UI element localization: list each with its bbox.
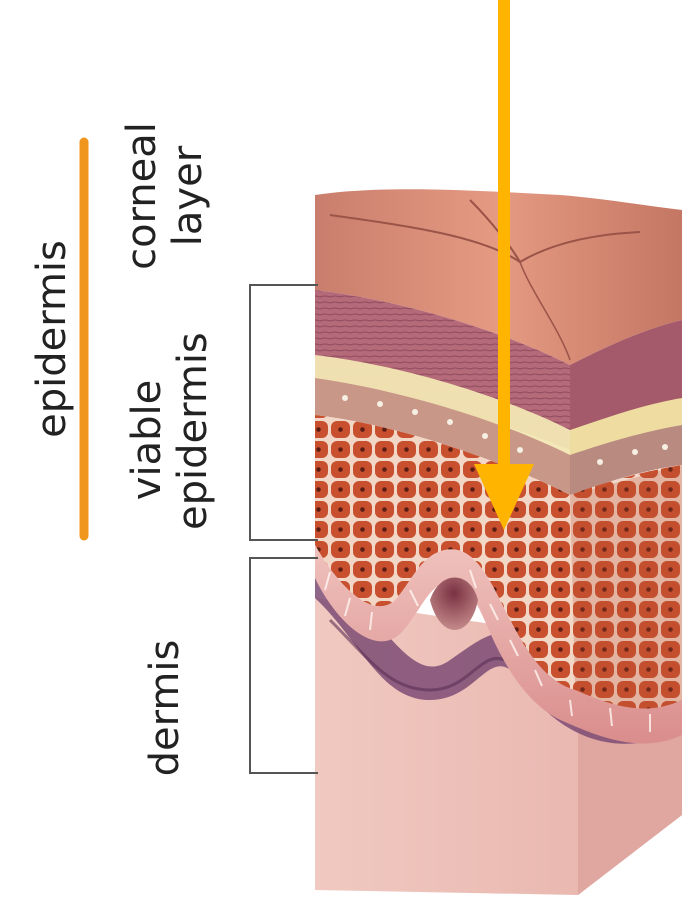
label-corneal-layer: corneal layer [119, 121, 211, 271]
viable-epidermis-bracket [250, 285, 318, 540]
label-corneal-line2: layer [165, 121, 211, 271]
label-corneal-line1: corneal [119, 121, 165, 271]
label-viable-line2: epidermis [170, 350, 216, 530]
dermis-bracket [250, 558, 318, 773]
label-dermis: dermis [142, 633, 188, 783]
label-epidermis: epidermis [29, 239, 75, 439]
label-epidermis-text: epidermis [29, 239, 75, 439]
label-viable-line1: viable [124, 350, 170, 530]
label-viable-epidermis: viable epidermis [124, 350, 216, 530]
label-dermis-text: dermis [142, 633, 188, 783]
cell-layer-side-face [570, 465, 682, 709]
